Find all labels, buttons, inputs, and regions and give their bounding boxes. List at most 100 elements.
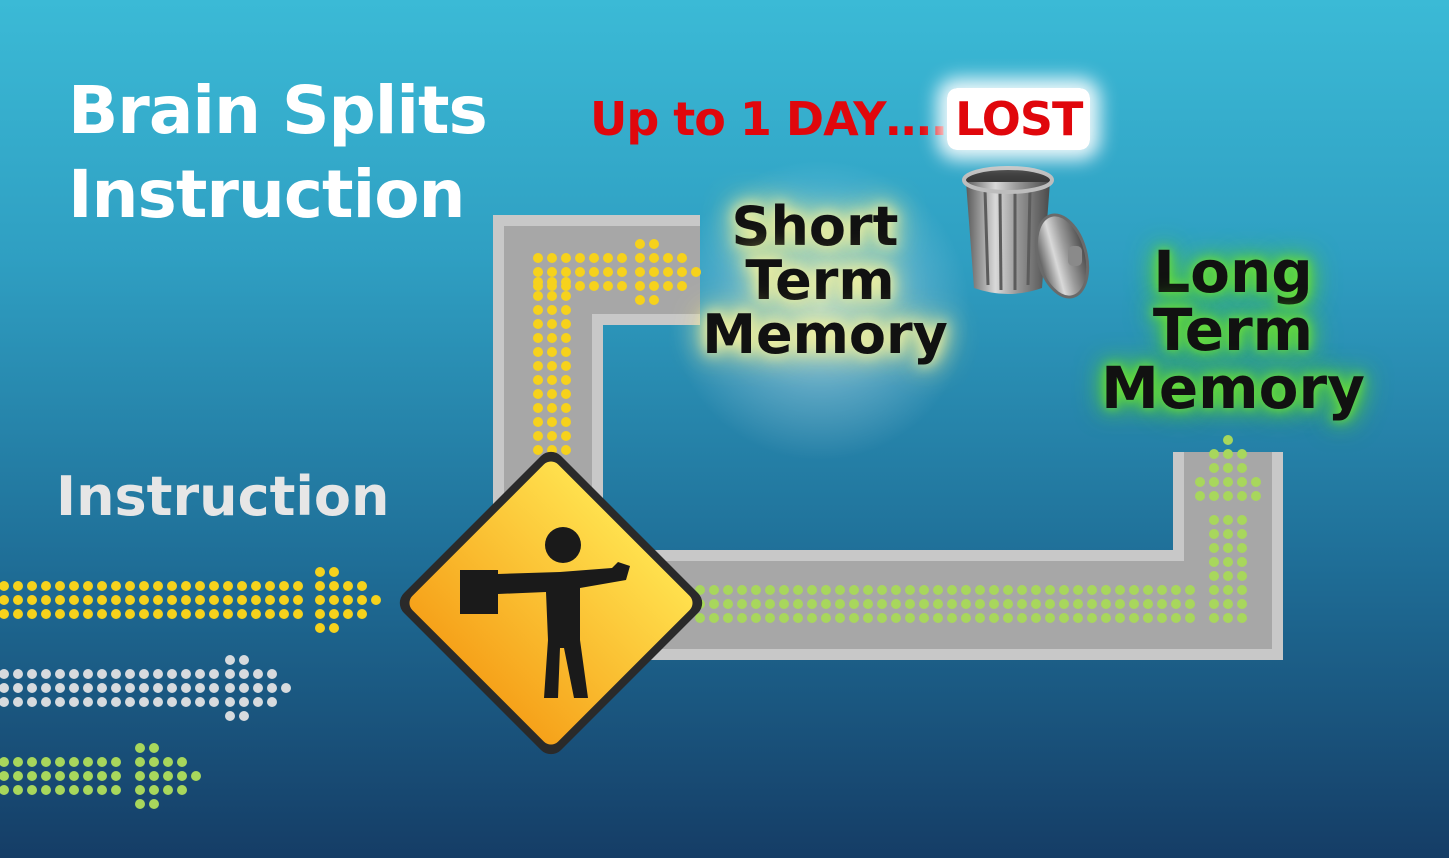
white-dot xyxy=(225,655,235,665)
yellow-dot xyxy=(357,595,367,605)
green-dot xyxy=(1129,613,1139,623)
lost-word: LOST xyxy=(947,88,1091,150)
yellow-dot xyxy=(125,609,135,619)
green-dot xyxy=(807,613,817,623)
yellow-dot xyxy=(589,281,599,291)
yellow-dot xyxy=(181,595,191,605)
green-dot xyxy=(1237,463,1247,473)
long-term-line-1: Long xyxy=(1153,238,1313,306)
yellow-dot xyxy=(561,267,571,277)
yellow-dot xyxy=(635,239,645,249)
yellow-dot xyxy=(97,595,107,605)
green-dot xyxy=(13,771,23,781)
yellow-dot xyxy=(69,609,79,619)
white-dot xyxy=(111,683,121,693)
yellow-dot xyxy=(603,253,613,263)
dot-arrows xyxy=(0,239,1261,809)
yellow-dot xyxy=(279,609,289,619)
green-dot xyxy=(1237,599,1247,609)
green-dot xyxy=(1185,599,1195,609)
yellow-dot xyxy=(547,347,557,357)
yellow-dot xyxy=(167,609,177,619)
green-dot xyxy=(1115,613,1125,623)
green-dot xyxy=(947,599,957,609)
yellow-dot xyxy=(589,253,599,263)
yellow-dot xyxy=(561,319,571,329)
road-to-long-term xyxy=(650,452,1283,660)
green-dot xyxy=(83,785,93,795)
yellow-dot xyxy=(547,361,557,371)
green-dot xyxy=(695,585,705,595)
green-dot xyxy=(1223,599,1233,609)
white-dot xyxy=(209,683,219,693)
green-dot xyxy=(933,613,943,623)
yellow-dot xyxy=(329,567,339,577)
yellow-dot xyxy=(371,595,381,605)
green-dot xyxy=(97,757,107,767)
yellow-dot xyxy=(27,595,37,605)
green-dot xyxy=(1073,613,1083,623)
yellow-dot xyxy=(533,445,543,455)
yellow-dot xyxy=(329,609,339,619)
yellow-dot xyxy=(315,623,325,633)
yellow-dot xyxy=(139,609,149,619)
yellow-dot xyxy=(41,609,51,619)
green-dot xyxy=(1017,613,1027,623)
yellow-dot xyxy=(329,581,339,591)
yellow-dot xyxy=(547,403,557,413)
green-dot xyxy=(877,613,887,623)
green-dot xyxy=(191,771,201,781)
green-dot xyxy=(1003,585,1013,595)
yellow-dot xyxy=(237,595,247,605)
yellow-dot xyxy=(617,267,627,277)
short-term-memory-label: Short Term Memory xyxy=(700,200,950,362)
green-dot xyxy=(1223,463,1233,473)
green-dot xyxy=(97,771,107,781)
green-dot xyxy=(149,785,159,795)
white-dot xyxy=(41,669,51,679)
yellow-dot xyxy=(547,305,557,315)
green-dot xyxy=(709,585,719,595)
yellow-dot xyxy=(223,595,233,605)
green-dot xyxy=(919,599,929,609)
green-dot xyxy=(751,613,761,623)
green-dot xyxy=(149,771,159,781)
yellow-dot xyxy=(209,609,219,619)
yellow-dot xyxy=(663,253,673,263)
yellow-dot xyxy=(41,581,51,591)
green-dot xyxy=(975,585,985,595)
yellow-dot xyxy=(315,609,325,619)
green-dot xyxy=(933,599,943,609)
yellow-dot xyxy=(293,581,303,591)
yellow-dot xyxy=(153,609,163,619)
lost-caption: Up to 1 DAY….LOST xyxy=(590,88,1091,150)
yellow-dot xyxy=(27,581,37,591)
yellow-dot xyxy=(237,581,247,591)
green-dot xyxy=(27,757,37,767)
yellow-dot xyxy=(575,281,585,291)
yellow-dot xyxy=(69,581,79,591)
white-dot xyxy=(167,697,177,707)
yellow-dot xyxy=(533,333,543,343)
white-dot xyxy=(27,697,37,707)
title-line-1: Brain Splits xyxy=(68,72,488,149)
green-dot xyxy=(1223,613,1233,623)
flagman-warning-sign-icon xyxy=(399,451,703,755)
green-dot xyxy=(1195,477,1205,487)
short-term-line-1: Short xyxy=(731,195,899,258)
green-dot xyxy=(905,599,915,609)
green-dot xyxy=(821,613,831,623)
yellow-dot xyxy=(677,267,687,277)
white-dot xyxy=(253,669,263,679)
yellow-dot xyxy=(83,595,93,605)
yellow-dot xyxy=(533,347,543,357)
yellow-dot xyxy=(547,291,557,301)
green-dot xyxy=(1223,529,1233,539)
white-dot xyxy=(195,669,205,679)
green-dot xyxy=(163,757,173,767)
yellow-dot xyxy=(547,267,557,277)
yellow-dot xyxy=(603,281,613,291)
green-dot xyxy=(1209,613,1219,623)
green-dot xyxy=(1143,599,1153,609)
white-dot xyxy=(111,697,121,707)
